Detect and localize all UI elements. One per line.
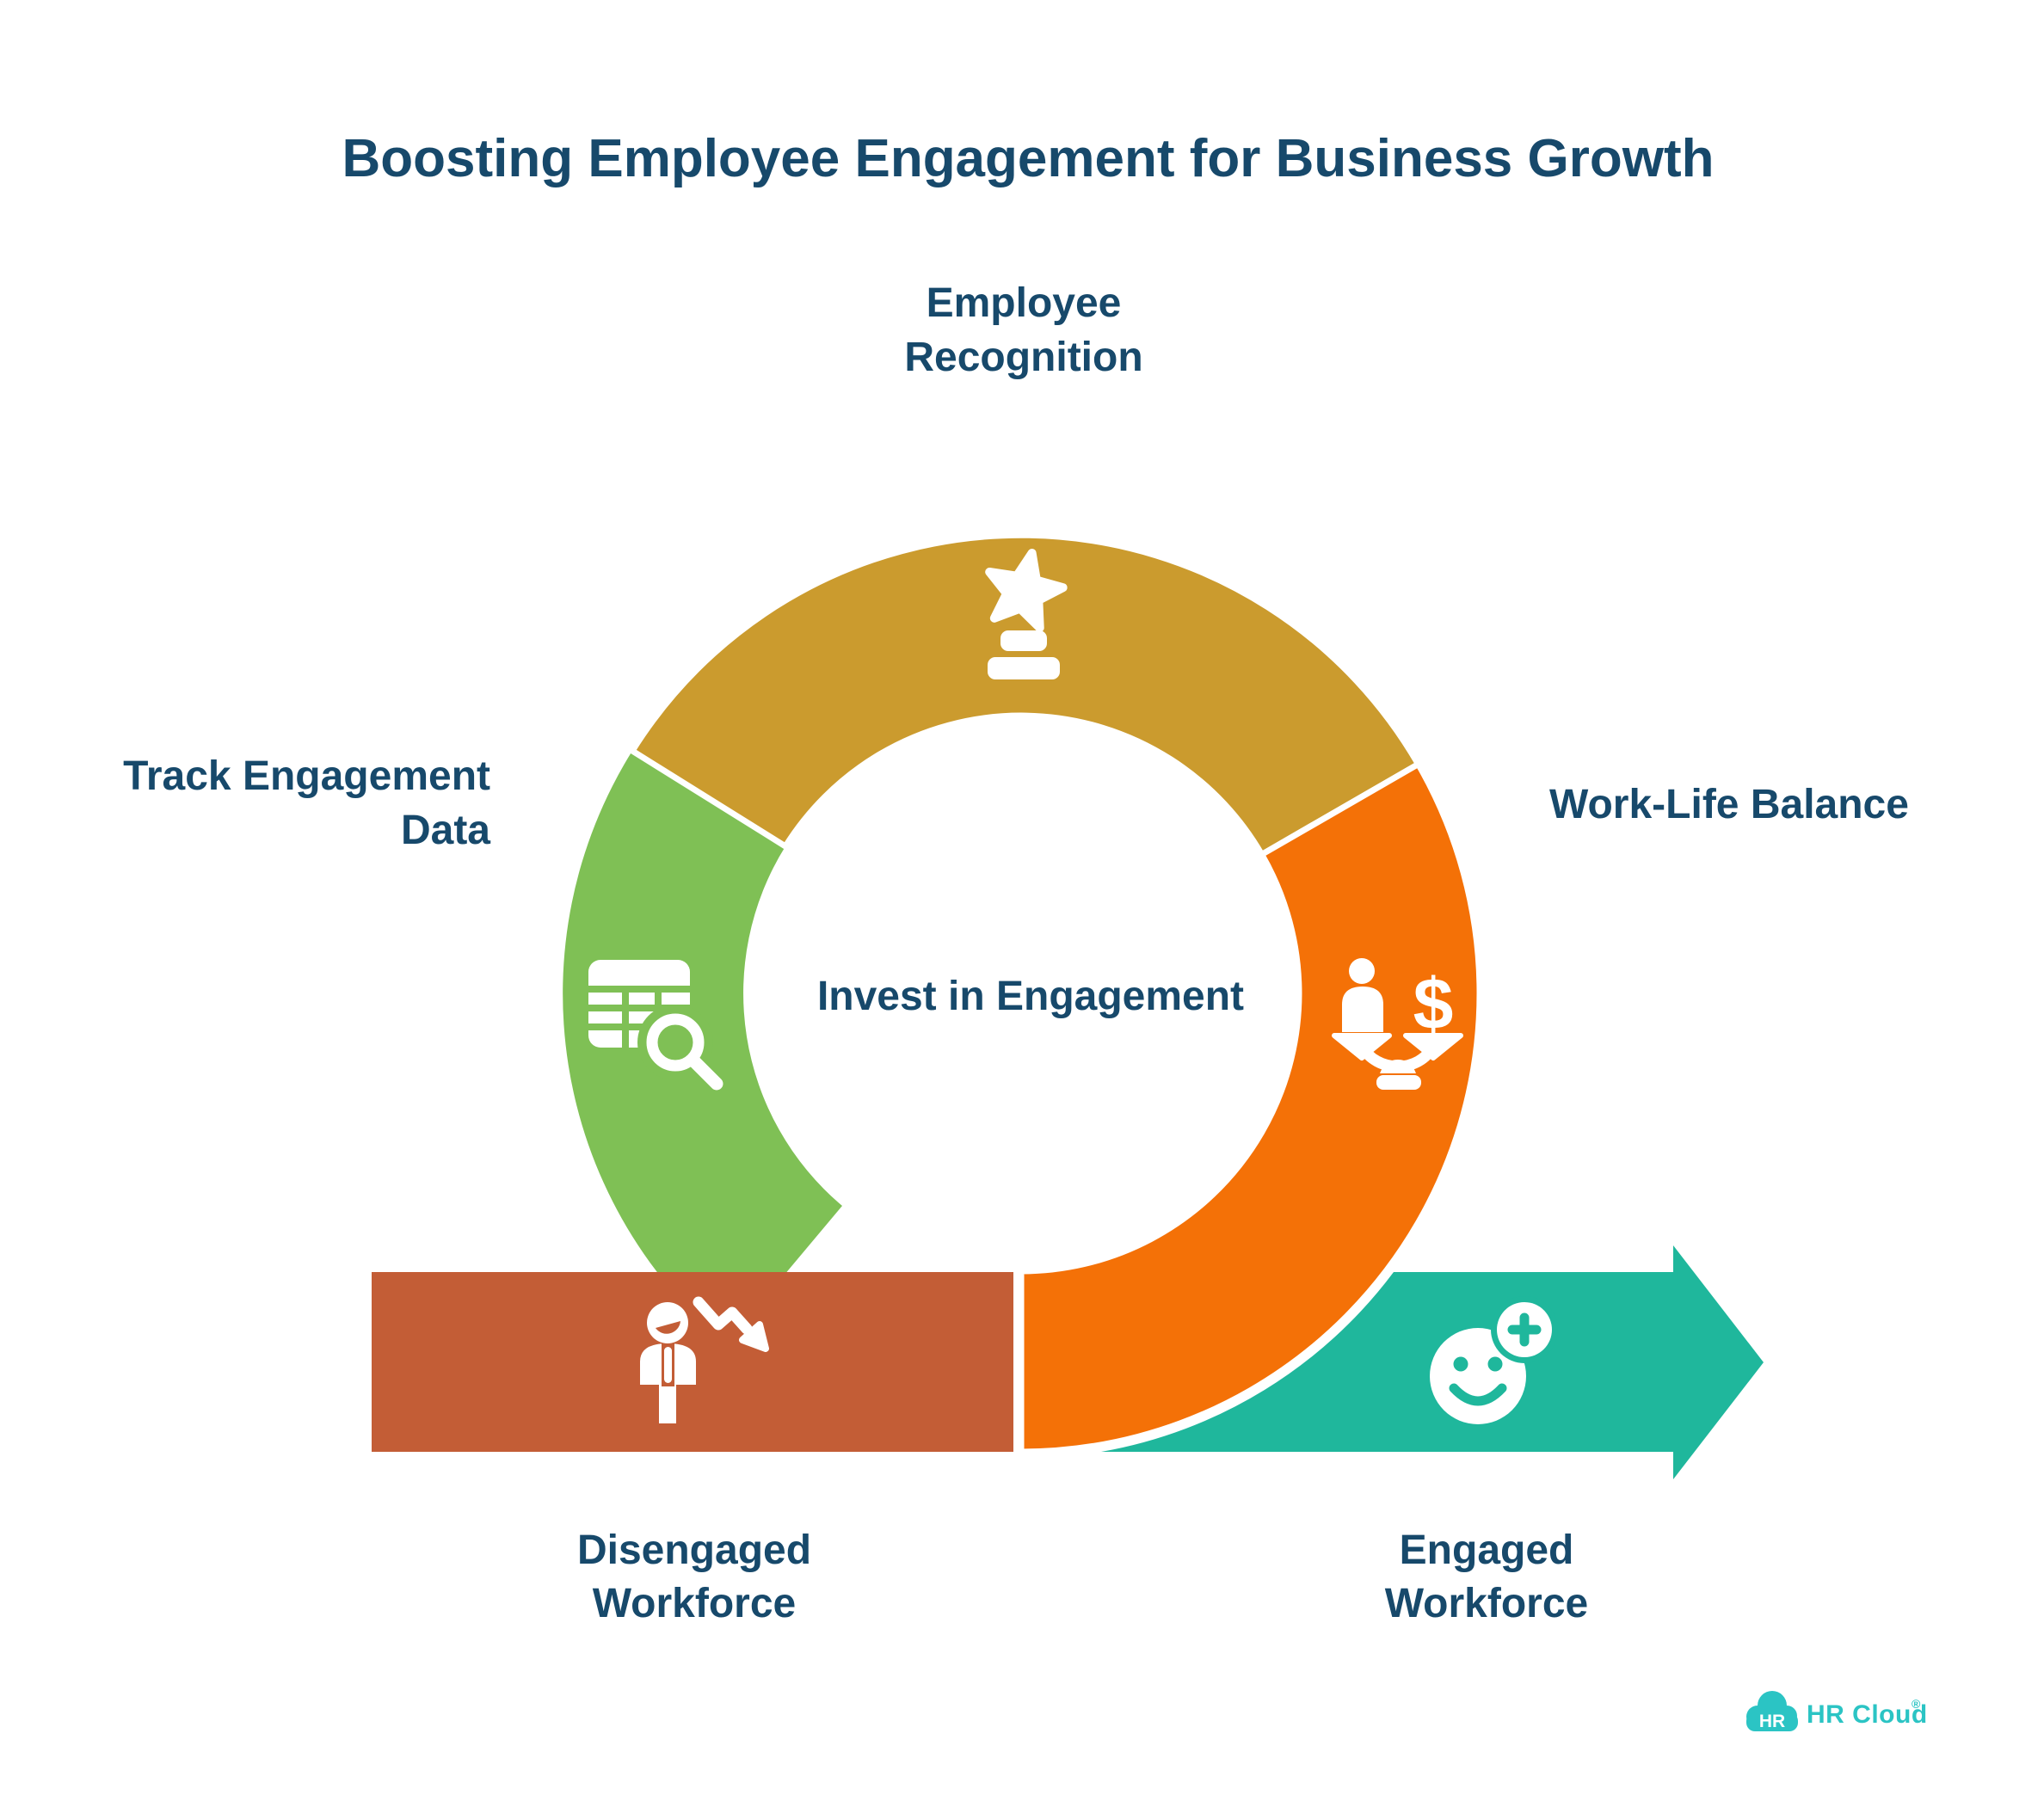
page-title: Boosting Employee Engagement for Busines…: [342, 129, 1715, 188]
label-invest-in-engagement: Invest in Engagement: [817, 974, 1244, 1019]
plus-glyph: [1507, 1312, 1542, 1347]
smiley-plus-icon: [1430, 1296, 1558, 1424]
table-gridlines: [588, 986, 690, 1048]
label-track-engagement-line1: Track Engagement: [123, 753, 490, 799]
employee-head: [647, 1302, 688, 1343]
employee-tie: [664, 1347, 672, 1383]
decline-arrow-line: [693, 1296, 753, 1335]
balance-foot: [1376, 1075, 1421, 1090]
declining-employee-icon: [640, 1296, 769, 1423]
trophy-star-shape: [985, 549, 1068, 632]
logo-monogram: HR: [1759, 1712, 1785, 1731]
balance-person-head: [1349, 958, 1375, 984]
label-engaged-line1: Engaged: [1400, 1527, 1574, 1573]
smiley-eye-left: [1453, 1356, 1468, 1372]
smiley-eye-right: [1487, 1356, 1503, 1372]
label-engaged-line2: Workforce: [1385, 1581, 1589, 1626]
logo-registered-mark: ®: [1912, 1697, 1921, 1711]
label-disengaged-line1: Disengaged: [577, 1527, 811, 1573]
label-disengaged-line2: Workforce: [593, 1581, 797, 1626]
logo-name: HR Cloud: [1807, 1700, 1928, 1729]
segment-labels: Employee Recognition Track Engagement Da…: [123, 280, 1909, 1626]
smiley-smile: [1449, 1383, 1507, 1406]
hr-cloud-logo: HR HR Cloud ®: [1746, 1691, 1928, 1731]
person-dollar-balance-icon: $: [1332, 958, 1463, 1090]
trophy-neck: [1000, 630, 1047, 651]
cloud-icon: [1746, 1691, 1798, 1731]
label-employee-recognition-line2: Recognition: [904, 335, 1142, 380]
balance-person-body: [1342, 987, 1383, 1032]
trophy-star-icon: [985, 549, 1068, 679]
segment-work-life-balance: [1018, 759, 1483, 1455]
data-table-search-icon: [588, 960, 723, 1091]
employee-mouth: [656, 1321, 680, 1334]
label-work-life-balance: Work-Life Balance: [1549, 782, 1909, 827]
balance-pedestal: [1380, 1060, 1416, 1073]
trophy-base: [988, 657, 1060, 679]
label-employee-recognition-line1: Employee: [927, 280, 1122, 326]
magnifier-handle: [686, 1054, 723, 1091]
decline-arrow-head: [739, 1321, 769, 1352]
segment-employee-recognition: [628, 532, 1423, 859]
magnifier-lens: [646, 1013, 705, 1072]
label-track-engagement-line2: Data: [401, 808, 490, 853]
dollar-sign: $: [1413, 963, 1454, 1044]
